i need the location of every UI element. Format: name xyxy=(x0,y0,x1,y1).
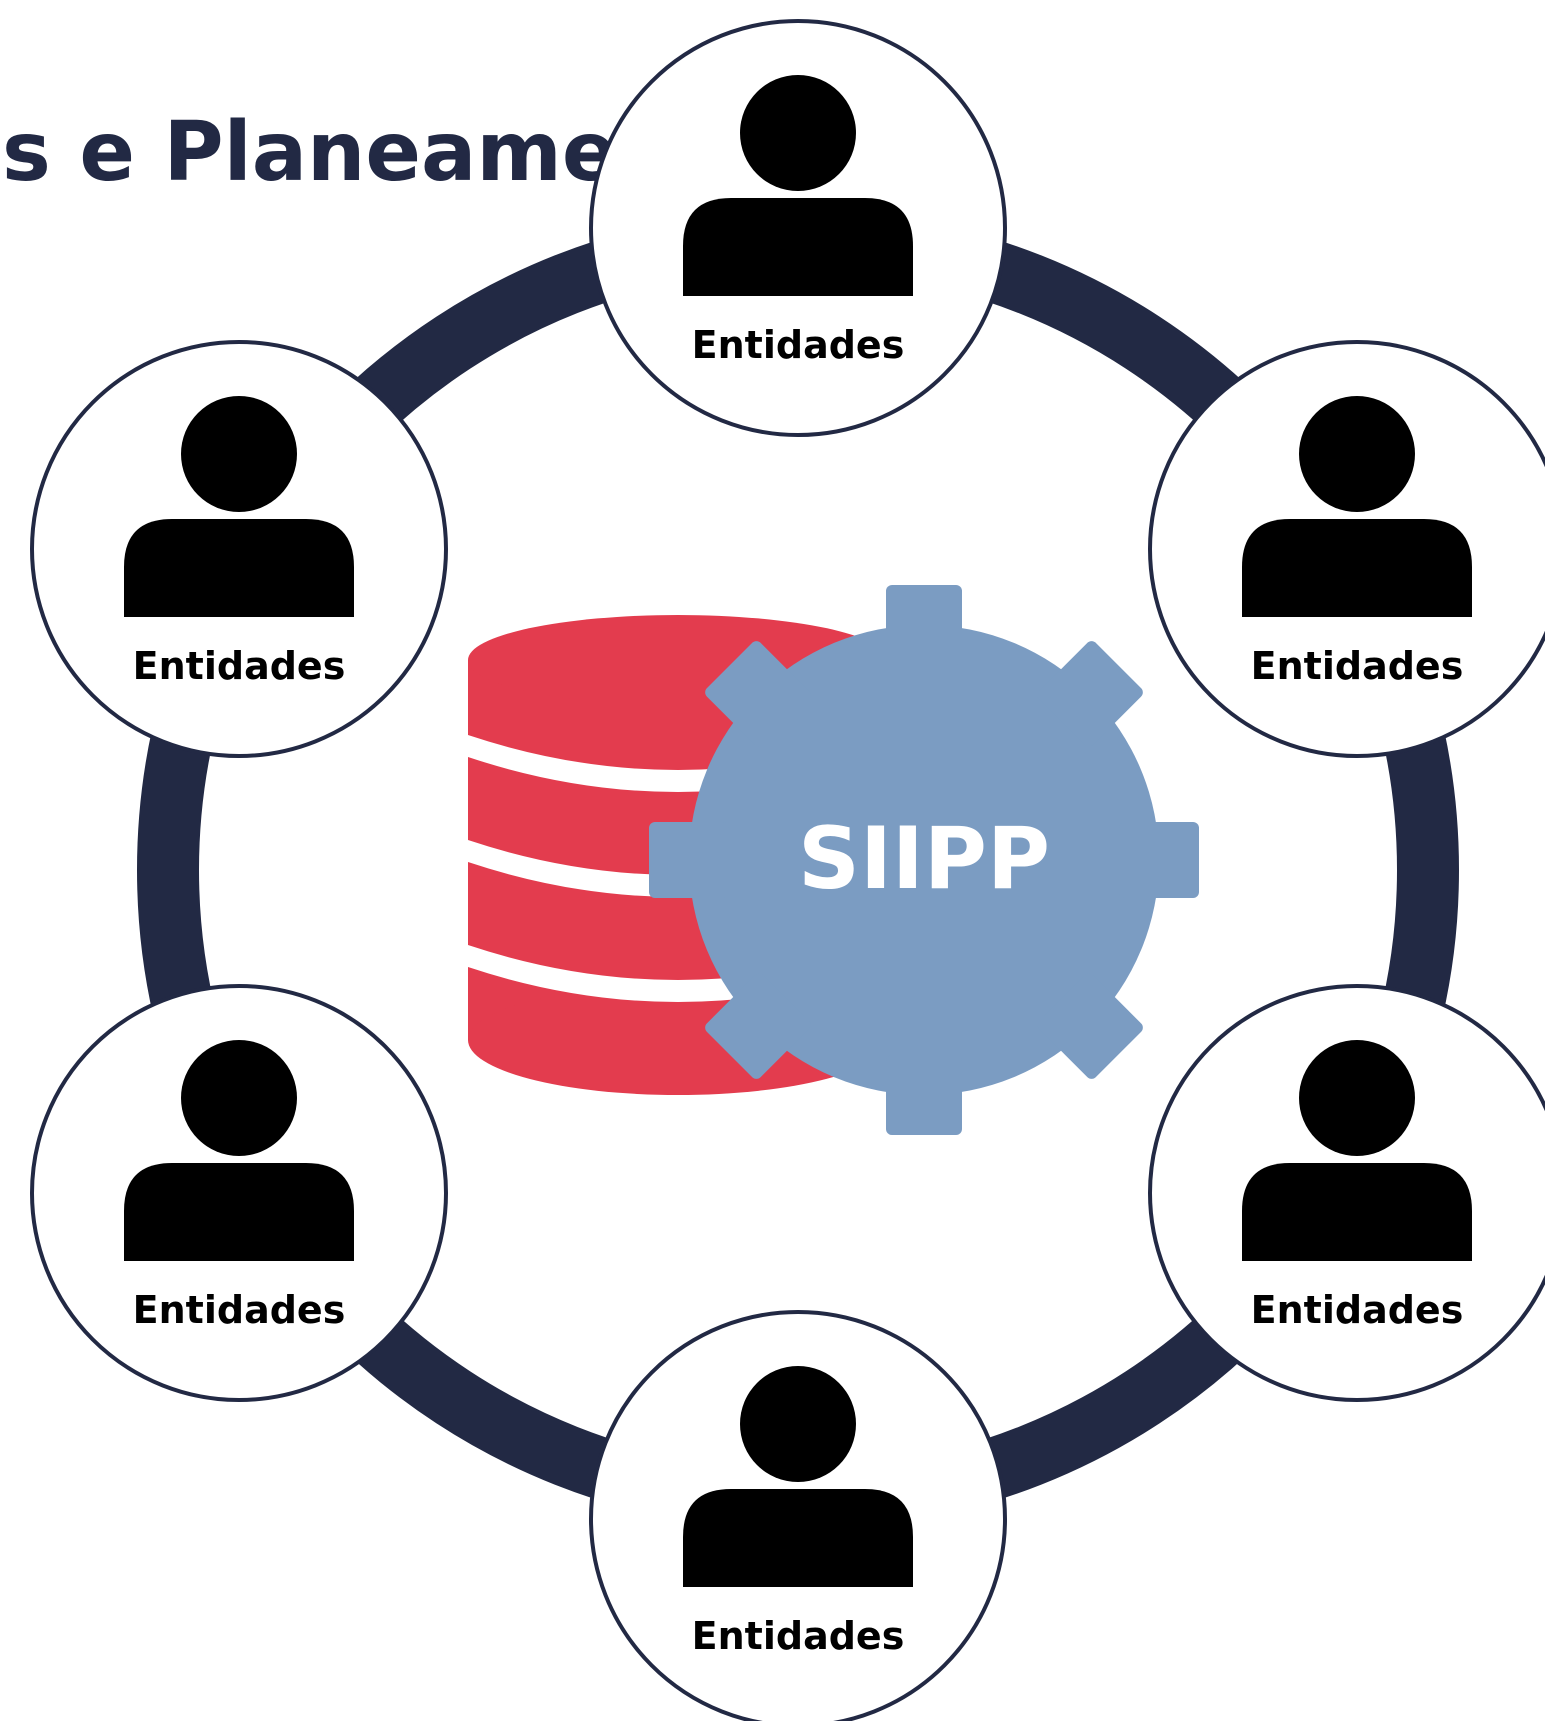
entity-node-label: Entidades xyxy=(1251,644,1464,688)
person-icon xyxy=(1242,1040,1472,1261)
entity-node-label: Entidades xyxy=(692,1614,905,1658)
entity-node-label: Entidades xyxy=(133,644,346,688)
entity-node: Entidades xyxy=(30,340,448,758)
person-icon xyxy=(683,75,913,296)
entity-node: Entidades xyxy=(589,1310,1007,1721)
entity-node-label: Entidades xyxy=(692,323,905,367)
gear-icon xyxy=(649,585,1199,1135)
entity-node: Entidades xyxy=(30,984,448,1402)
entity-node-label: Entidades xyxy=(1251,1288,1464,1332)
center-label: SIIPP xyxy=(798,809,1050,909)
entity-node: Entidades xyxy=(1148,340,1545,758)
person-icon xyxy=(124,1040,354,1261)
center-graphic: SIIPP xyxy=(468,585,1199,1135)
entity-node-label: Entidades xyxy=(133,1288,346,1332)
person-icon xyxy=(1242,396,1472,617)
person-icon xyxy=(124,396,354,617)
entity-node: Entidades xyxy=(1148,984,1545,1402)
entity-node: Entidades xyxy=(589,19,1007,437)
person-icon xyxy=(683,1366,913,1587)
entity-nodes: EntidadesEntidadesEntidadesEntidadesEnti… xyxy=(30,19,1545,1721)
